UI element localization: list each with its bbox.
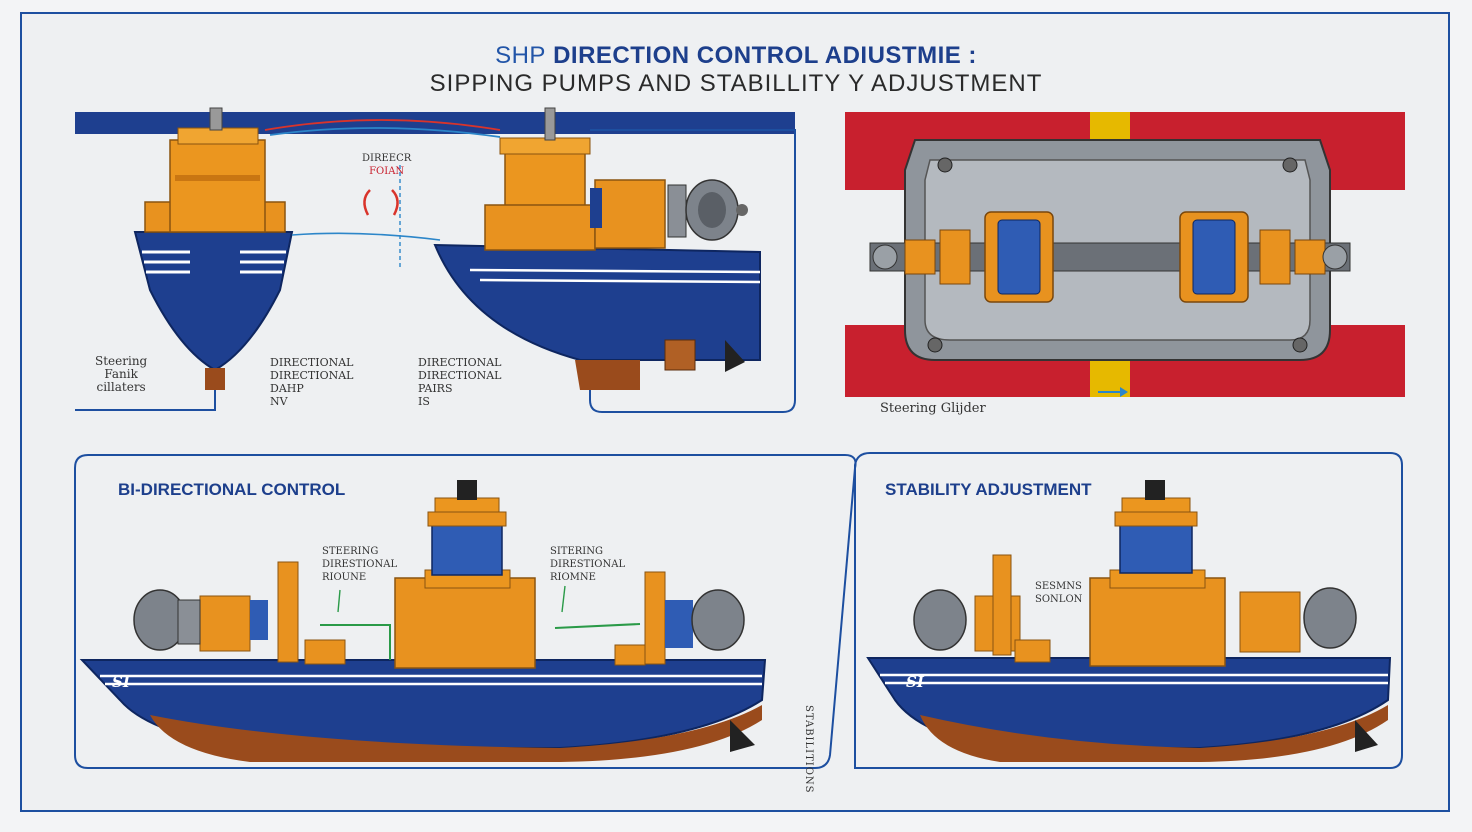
label-line: NV xyxy=(270,395,288,408)
label-line: IS xyxy=(418,395,430,408)
bottom-right-hull-mark: SI xyxy=(906,673,924,691)
title-prefix: SHP xyxy=(495,42,546,69)
bottom-left-label-a: STEERING DIRESTIONAL RIOUNE xyxy=(322,545,397,584)
label-line: PAIRS xyxy=(418,382,453,395)
label-line: DIRECTIONAL xyxy=(270,369,354,382)
label-line: RIOUNE xyxy=(322,572,367,583)
label-line: DIREECR xyxy=(362,153,412,164)
label-line: DIRESTIONAL xyxy=(322,559,398,570)
page-subtitle: SIPPING PUMPS AND STABILLITY Y ADJUSTMEN… xyxy=(429,70,1043,97)
top-left-label-steering: Steering Fanik cillaters xyxy=(95,355,147,394)
steering-cylinder-label: Steering Glijder xyxy=(880,401,986,416)
label-line: FOIAN xyxy=(369,166,405,177)
top-left-label-directional-b: DIRECTIONAL DIRECTIONAL PAIRS IS xyxy=(418,356,501,408)
title-main: DIRECTION CONTROL ADIUSTMIE : xyxy=(553,42,977,69)
label-line: DIRESTIONAL xyxy=(550,559,626,570)
label-line: SITERING xyxy=(550,546,603,557)
bottom-left-label-b: SITERING DIRESTIONAL RIOMNE xyxy=(550,545,625,584)
page-title: SHP DIRECTION CONTROL ADIUSTMIE : xyxy=(0,42,1472,70)
bottom-right-side-text: STABILITIONS xyxy=(803,705,814,794)
top-left-label-center: DIREECR FOIAN xyxy=(362,152,411,178)
bottom-right-label: SESMNS SONLON xyxy=(1035,580,1082,606)
label-line: cillaters xyxy=(96,380,146,394)
label-line: DIRECTIONAL xyxy=(418,356,502,369)
stability-heading: STABILITY ADJUSTMENT xyxy=(885,480,1092,499)
label-line: Fanik xyxy=(104,367,138,381)
top-left-panel xyxy=(75,107,796,413)
label-line: DIRECTIONAL xyxy=(270,356,354,369)
bi-directional-heading: BI-DIRECTIONAL CONTROL xyxy=(118,480,346,499)
label-line: Steering xyxy=(95,354,148,368)
label-line: STEERING xyxy=(322,546,379,557)
bottom-right-ship xyxy=(866,480,1392,762)
label-line: SONLON xyxy=(1035,594,1083,605)
bottom-left-ship xyxy=(79,480,767,762)
top-left-label-directional-a: DIRECTIONAL DIRECTIONAL DAHP NV xyxy=(270,356,353,408)
label-line: SESMNS xyxy=(1035,581,1082,592)
bottom-right-frame xyxy=(854,452,1403,769)
left-hull xyxy=(133,107,294,390)
label-line: DIRECTIONAL xyxy=(418,369,502,382)
label-line: RIOMNE xyxy=(550,572,596,583)
top-right-panel xyxy=(845,112,1405,397)
right-hull xyxy=(433,107,761,390)
label-line: DAHP xyxy=(270,382,304,395)
bottom-left-hull-mark: SI xyxy=(112,673,130,691)
